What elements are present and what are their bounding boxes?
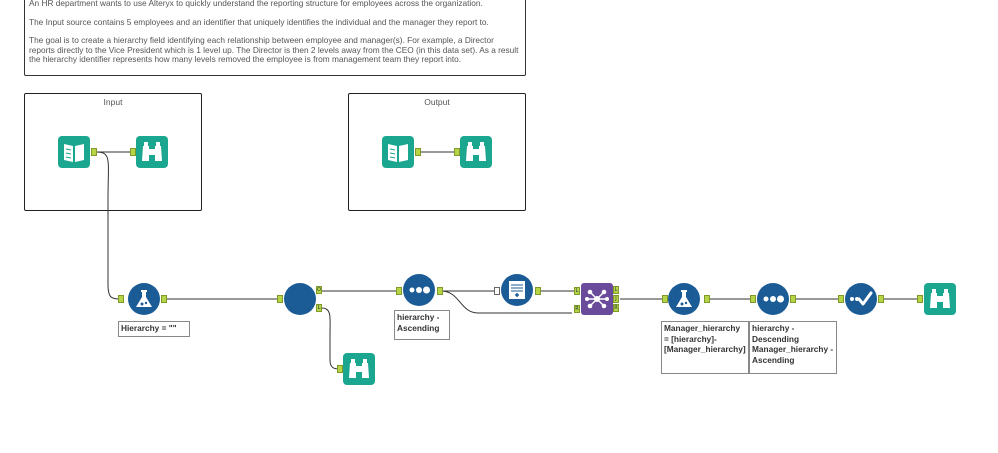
join-left-anchor[interactable]: L <box>574 287 580 295</box>
output-input-data-tool[interactable] <box>382 136 414 168</box>
description-line-1: An HR department wants to use Alteryx to… <box>29 0 483 8</box>
sort-input-anchor[interactable] <box>396 287 402 295</box>
formula2-input-anchor[interactable] <box>662 295 668 303</box>
sort2-input-anchor[interactable] <box>750 295 756 303</box>
flask-icon <box>128 283 160 315</box>
browse-tool-output[interactable] <box>460 136 492 168</box>
book-icon <box>382 136 414 168</box>
select-input-anchor[interactable] <box>838 295 844 303</box>
browse-tool-final[interactable] <box>924 283 956 315</box>
summarize-input-anchor[interactable] <box>494 287 500 295</box>
join-right-anchor[interactable]: R <box>574 305 580 313</box>
binoculars-icon <box>924 283 956 315</box>
final-browse-anchor[interactable] <box>917 295 923 303</box>
join-network-icon <box>581 283 613 315</box>
workflow-description-comment[interactable]: An HR department wants to use Alteryx to… <box>24 0 526 76</box>
browse-tool-input[interactable] <box>136 136 168 168</box>
formula2-output-anchor[interactable] <box>704 295 710 303</box>
sort2-tool[interactable] <box>757 283 789 315</box>
join-tool[interactable] <box>581 283 613 315</box>
sort2-output-anchor[interactable] <box>790 295 796 303</box>
sort-dots-icon <box>757 283 789 315</box>
macro-input-anchor[interactable] <box>277 295 283 303</box>
book-icon <box>58 136 90 168</box>
binoculars-icon <box>136 136 168 168</box>
formula-tool[interactable] <box>128 283 160 315</box>
output-input-data-anchor[interactable] <box>415 148 421 156</box>
wire-input-to-formula <box>95 151 121 300</box>
join-output-l-anchor[interactable]: L <box>613 286 619 294</box>
summarize-icon <box>501 274 533 306</box>
browse-macro-anchor[interactable] <box>337 365 343 373</box>
input-container-title: Input <box>103 97 123 107</box>
browse-tool-macro[interactable] <box>343 353 375 385</box>
formula-input-anchor[interactable] <box>118 295 124 303</box>
macro-output-l-anchor[interactable]: L <box>316 304 322 312</box>
sort-tool[interactable] <box>403 274 435 306</box>
macro-circle-icon <box>284 283 316 315</box>
iterative-macro-tool[interactable] <box>284 283 316 315</box>
formula-annotation: Hierarchy = "" <box>118 321 190 337</box>
output-container-title: Output <box>424 97 450 107</box>
description-line-2: The Input source contains 5 employees an… <box>29 16 489 27</box>
formula-output-anchor[interactable] <box>161 295 167 303</box>
macro-output-o-anchor[interactable]: O <box>316 286 322 294</box>
summarize-tool[interactable] <box>501 274 533 306</box>
binoculars-icon <box>460 136 492 168</box>
sort2-annotation: hierarchy - Descending Manager_hierarchy… <box>749 321 837 374</box>
browse-input-anchor[interactable] <box>130 148 136 156</box>
formula2-tool[interactable] <box>668 283 700 315</box>
wire-iterative-to-browse <box>321 307 341 370</box>
join-output-r-anchor[interactable]: R <box>613 304 619 312</box>
binoculars-icon <box>343 353 375 385</box>
sort-dots-icon <box>403 274 435 306</box>
summarize-output-anchor[interactable] <box>535 287 541 295</box>
input-data-tool[interactable] <box>58 136 90 168</box>
formula2-annotation: Manager_hierarchy = [hierarchy]-[Manager… <box>661 321 749 374</box>
input-data-output-anchor[interactable] <box>91 148 97 156</box>
sort-output-anchor[interactable] <box>437 287 443 295</box>
wire-sort-to-join-right <box>440 290 572 314</box>
description-line-3: The goal is to create a hierarchy field … <box>29 35 519 65</box>
select-output-anchor[interactable] <box>878 295 884 303</box>
sort-annotation: hierarchy - Ascending <box>394 310 450 340</box>
output-browse-anchor[interactable] <box>454 148 460 156</box>
checkmark-icon <box>845 283 877 315</box>
join-output-j-anchor[interactable]: J <box>613 295 619 303</box>
select-tool[interactable] <box>845 283 877 315</box>
flask-icon <box>668 283 700 315</box>
